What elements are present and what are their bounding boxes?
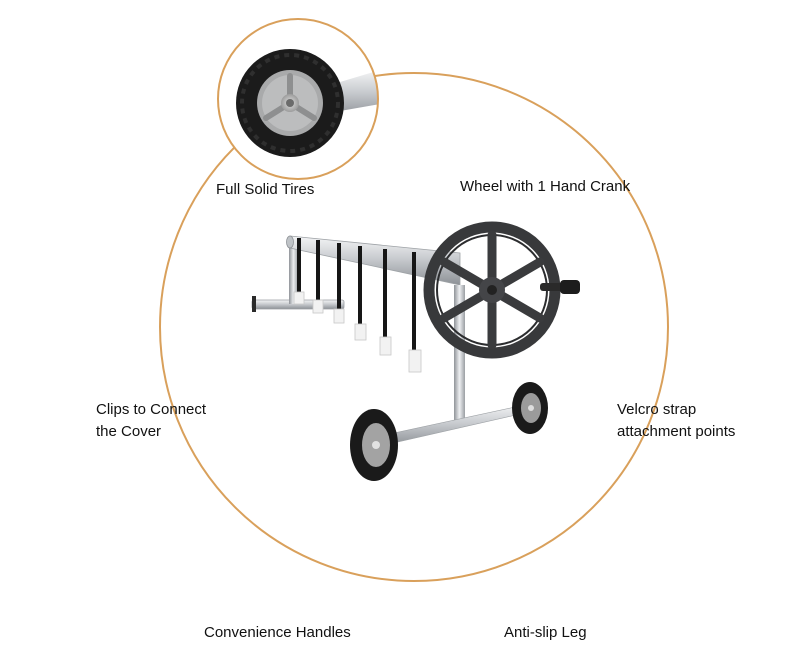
cover-reel <box>251 221 580 481</box>
feature-ring <box>159 72 669 582</box>
caption-handles: Convenience Handles <box>204 624 351 641</box>
caption-clips-line2: the Cover <box>96 423 162 440</box>
caption-clips-line1: Clips to Connect <box>96 401 207 418</box>
caption-full-solid-tires: Full Solid Tires <box>216 181 315 198</box>
caption-anti-slip-leg: Anti-slip Leg <box>504 624 587 641</box>
caption-velcro-line2: attachment points <box>617 423 736 440</box>
caption-velcro: Velcro strap attachment points <box>617 399 735 443</box>
caption-clips: Clips to Connect the Cover <box>96 399 206 443</box>
caption-velcro-line1: Velcro strap <box>617 401 697 418</box>
caption-hand-crank: Wheel with 1 Hand Crank <box>460 178 631 195</box>
tires-detail <box>217 18 379 180</box>
